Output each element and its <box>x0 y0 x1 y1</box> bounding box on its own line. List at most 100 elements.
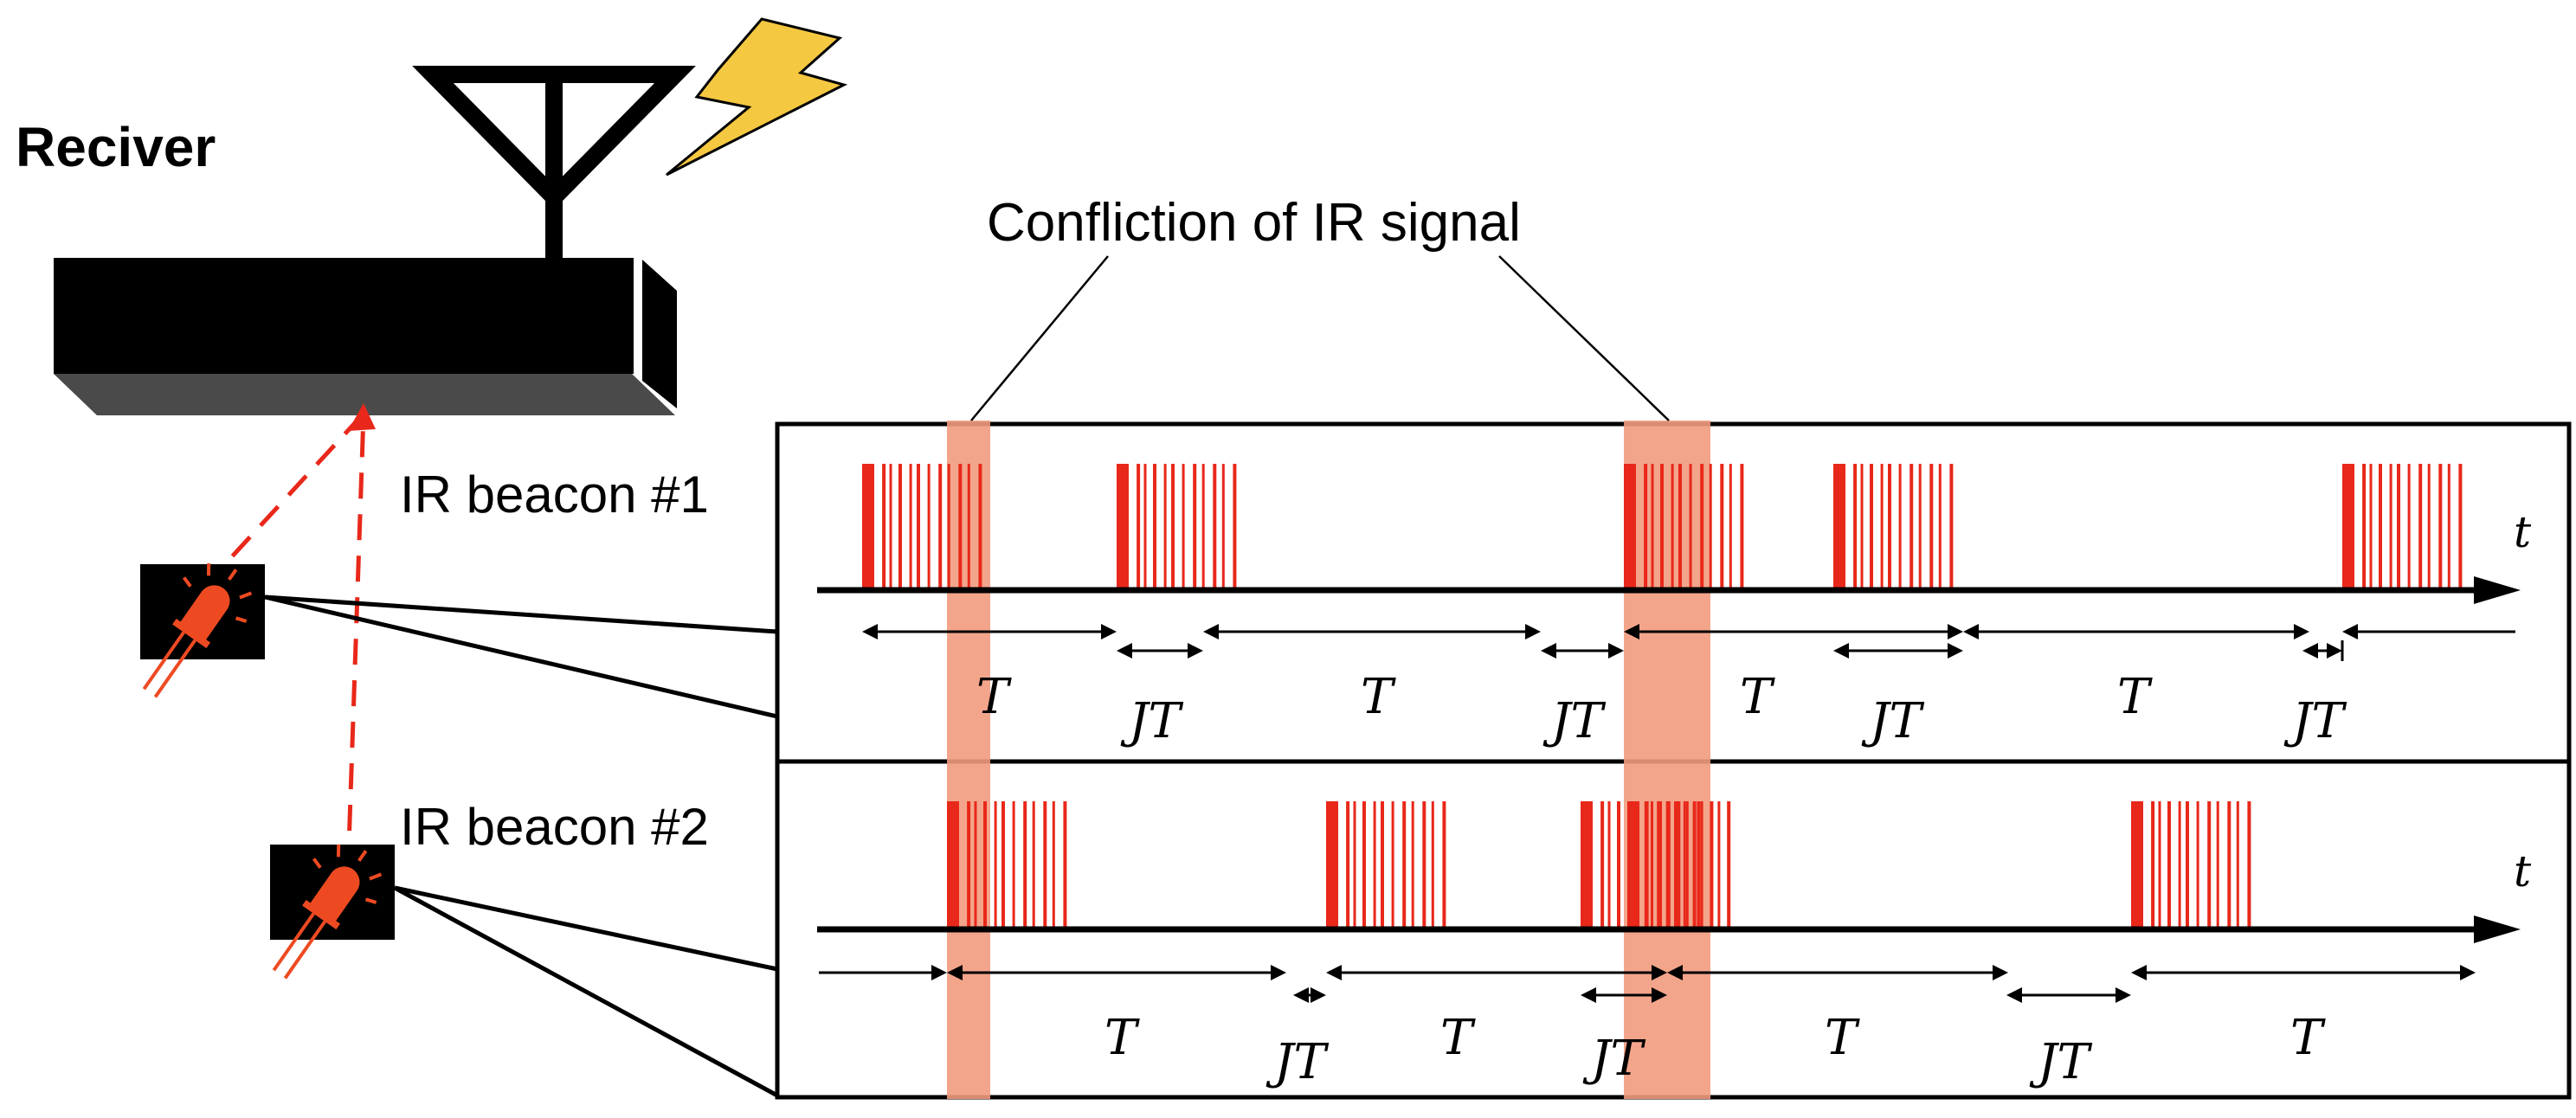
pulse-bar <box>2407 464 2411 588</box>
ir-signal-paths <box>203 403 376 873</box>
arrow-head <box>947 965 963 980</box>
pulse-bar <box>1163 464 1167 588</box>
interval-arrow <box>1117 643 1203 659</box>
arrow-head <box>1311 987 1326 1003</box>
pulse-bar <box>978 464 982 588</box>
interval-arrow <box>947 965 1286 980</box>
pulse-bar <box>1624 464 1636 588</box>
beacon-1-pulse-bursts <box>862 464 2463 588</box>
interval-arrow <box>1833 643 1963 659</box>
interval-label-jt: JT <box>1582 1031 1645 1087</box>
pulse-bar <box>974 801 977 928</box>
pulse-bar <box>1001 801 1005 928</box>
pulse-bar <box>1381 801 1384 928</box>
pulse-bar <box>2362 464 2367 588</box>
interval-label-jt: JT <box>2029 1034 2092 1090</box>
arrow-head <box>1525 624 1541 639</box>
pulse-bar <box>1658 801 1662 928</box>
pulse-bar <box>1032 801 1035 928</box>
arrow-head <box>931 965 947 980</box>
pulse-bar <box>862 464 874 588</box>
pulse-bar <box>1346 801 1350 928</box>
beacon-2-interval-labels: T JT T JT T JT T <box>1104 1010 2326 1090</box>
pulse-bar <box>1853 464 1858 588</box>
pulse-bar <box>1660 464 1664 588</box>
pulse-bar <box>1717 801 1721 928</box>
pulse-bar <box>2379 464 2382 588</box>
pulse-bar <box>1909 464 1914 588</box>
pulse-bar <box>2342 464 2354 588</box>
pulse-bar <box>1710 801 1714 928</box>
beacon-1-interval-labels: T JT T JT T JT T JT <box>976 669 2347 749</box>
pulse-bar <box>1678 464 1682 588</box>
pulse-bar <box>1391 801 1394 928</box>
arrow-head <box>1541 643 1556 659</box>
pulse-bar <box>1326 801 1338 928</box>
conflict-callout-label: Confliction of IR signal <box>987 193 1521 253</box>
pulse-bar <box>2167 801 2171 928</box>
receiver-label: Reciver <box>16 116 216 178</box>
pulse-bar <box>1870 464 1873 588</box>
arrow-head <box>1948 643 1963 659</box>
arrow-head <box>1203 624 1219 639</box>
zoom-lines <box>264 594 779 1098</box>
interval-label-jt: JT <box>1120 693 1183 749</box>
pulse-bar <box>2418 464 2423 588</box>
interval-arrow <box>2302 643 2342 659</box>
pulse-bar <box>958 464 963 588</box>
beacon-1-device <box>140 562 265 698</box>
interval-arrow <box>1203 624 1541 639</box>
arrow-head <box>2342 624 2358 639</box>
led-icon <box>272 844 383 980</box>
arrow-head <box>2302 643 2318 659</box>
pulse-bar <box>1677 801 1681 928</box>
pulse-bar <box>1880 464 1884 588</box>
pulse-bar <box>1402 801 1407 928</box>
time-axis-2 <box>817 916 2521 943</box>
pulse-bar <box>1353 801 1356 928</box>
arrow-head <box>1188 643 1203 659</box>
pulse-bar <box>1888 464 1891 588</box>
pulse-bar <box>2158 801 2161 928</box>
arrow-head <box>2006 987 2022 1003</box>
pulse-bar <box>1373 801 1376 928</box>
pulse-bar <box>882 464 886 588</box>
pulse-bar <box>983 801 987 928</box>
pulse-bar <box>909 464 912 588</box>
interval-label-t: T <box>1104 1010 1140 1066</box>
pulse-bar <box>2186 801 2189 928</box>
arrow-head <box>1948 624 1963 639</box>
pulse-bar <box>1607 801 1611 928</box>
interval-label-t: T <box>1361 669 1396 725</box>
interval-label-t: T <box>2117 669 2153 725</box>
beacon-1-label: IR beacon #1 <box>400 466 709 524</box>
pulse-bar <box>2369 464 2373 588</box>
pulse-bar <box>889 464 892 588</box>
pulse-bar <box>2458 464 2463 588</box>
pulse-bar <box>1137 464 1141 588</box>
callout-lines <box>970 255 1670 421</box>
pulse-bar <box>1929 464 1934 588</box>
pulse-bar <box>1644 464 1648 588</box>
pulse-bar <box>1700 464 1704 588</box>
arrow-head <box>2131 965 2147 980</box>
pulse-bar <box>1442 801 1446 928</box>
pulse-bar <box>1221 464 1225 588</box>
pulse-bar <box>1644 801 1648 928</box>
interval-label-t: T <box>1740 669 1775 725</box>
pulse-bar <box>2438 464 2443 588</box>
pulse-bar <box>2178 801 2181 928</box>
interval-label-jt: JT <box>1542 693 1606 749</box>
pulse-bar <box>947 464 950 588</box>
arrow-head <box>2116 987 2131 1003</box>
pulse-bar <box>1012 801 1015 928</box>
time-axis-1-label: t <box>2514 507 2532 557</box>
pulse-bar <box>1729 464 1732 588</box>
interval-label-t: T <box>1825 1010 1860 1066</box>
pulse-bar <box>1153 464 1156 588</box>
pulse-bar <box>1692 801 1697 928</box>
interval-arrow <box>1963 624 2309 639</box>
pulse-burst <box>1833 464 1954 588</box>
pulse-bar <box>1617 801 1620 928</box>
